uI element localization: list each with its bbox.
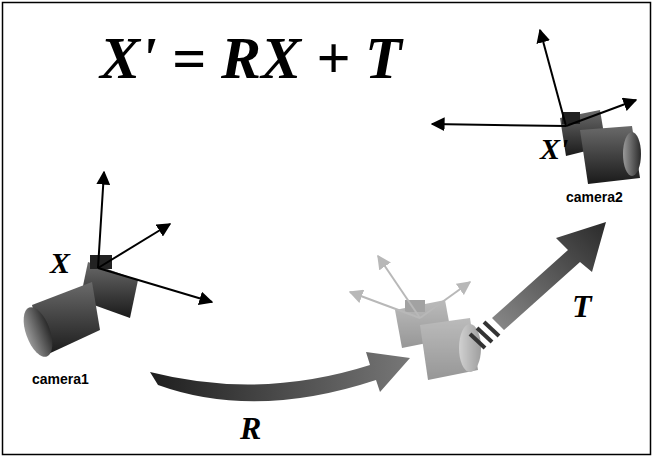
camera-2 <box>560 110 641 184</box>
camera-label: camera1 <box>32 372 89 386</box>
camera-ghost <box>395 300 481 380</box>
camera-1 <box>18 255 138 361</box>
equation-text: X' = RX + T <box>100 28 402 88</box>
rotation-arrow <box>150 352 410 401</box>
translation-arrow <box>470 222 606 348</box>
frame-label: X' <box>540 134 568 164</box>
rotation-label: R <box>240 412 261 444</box>
frame-label: X <box>50 248 70 278</box>
translation-label: T <box>572 290 592 322</box>
camera-label: camera2 <box>566 190 623 204</box>
